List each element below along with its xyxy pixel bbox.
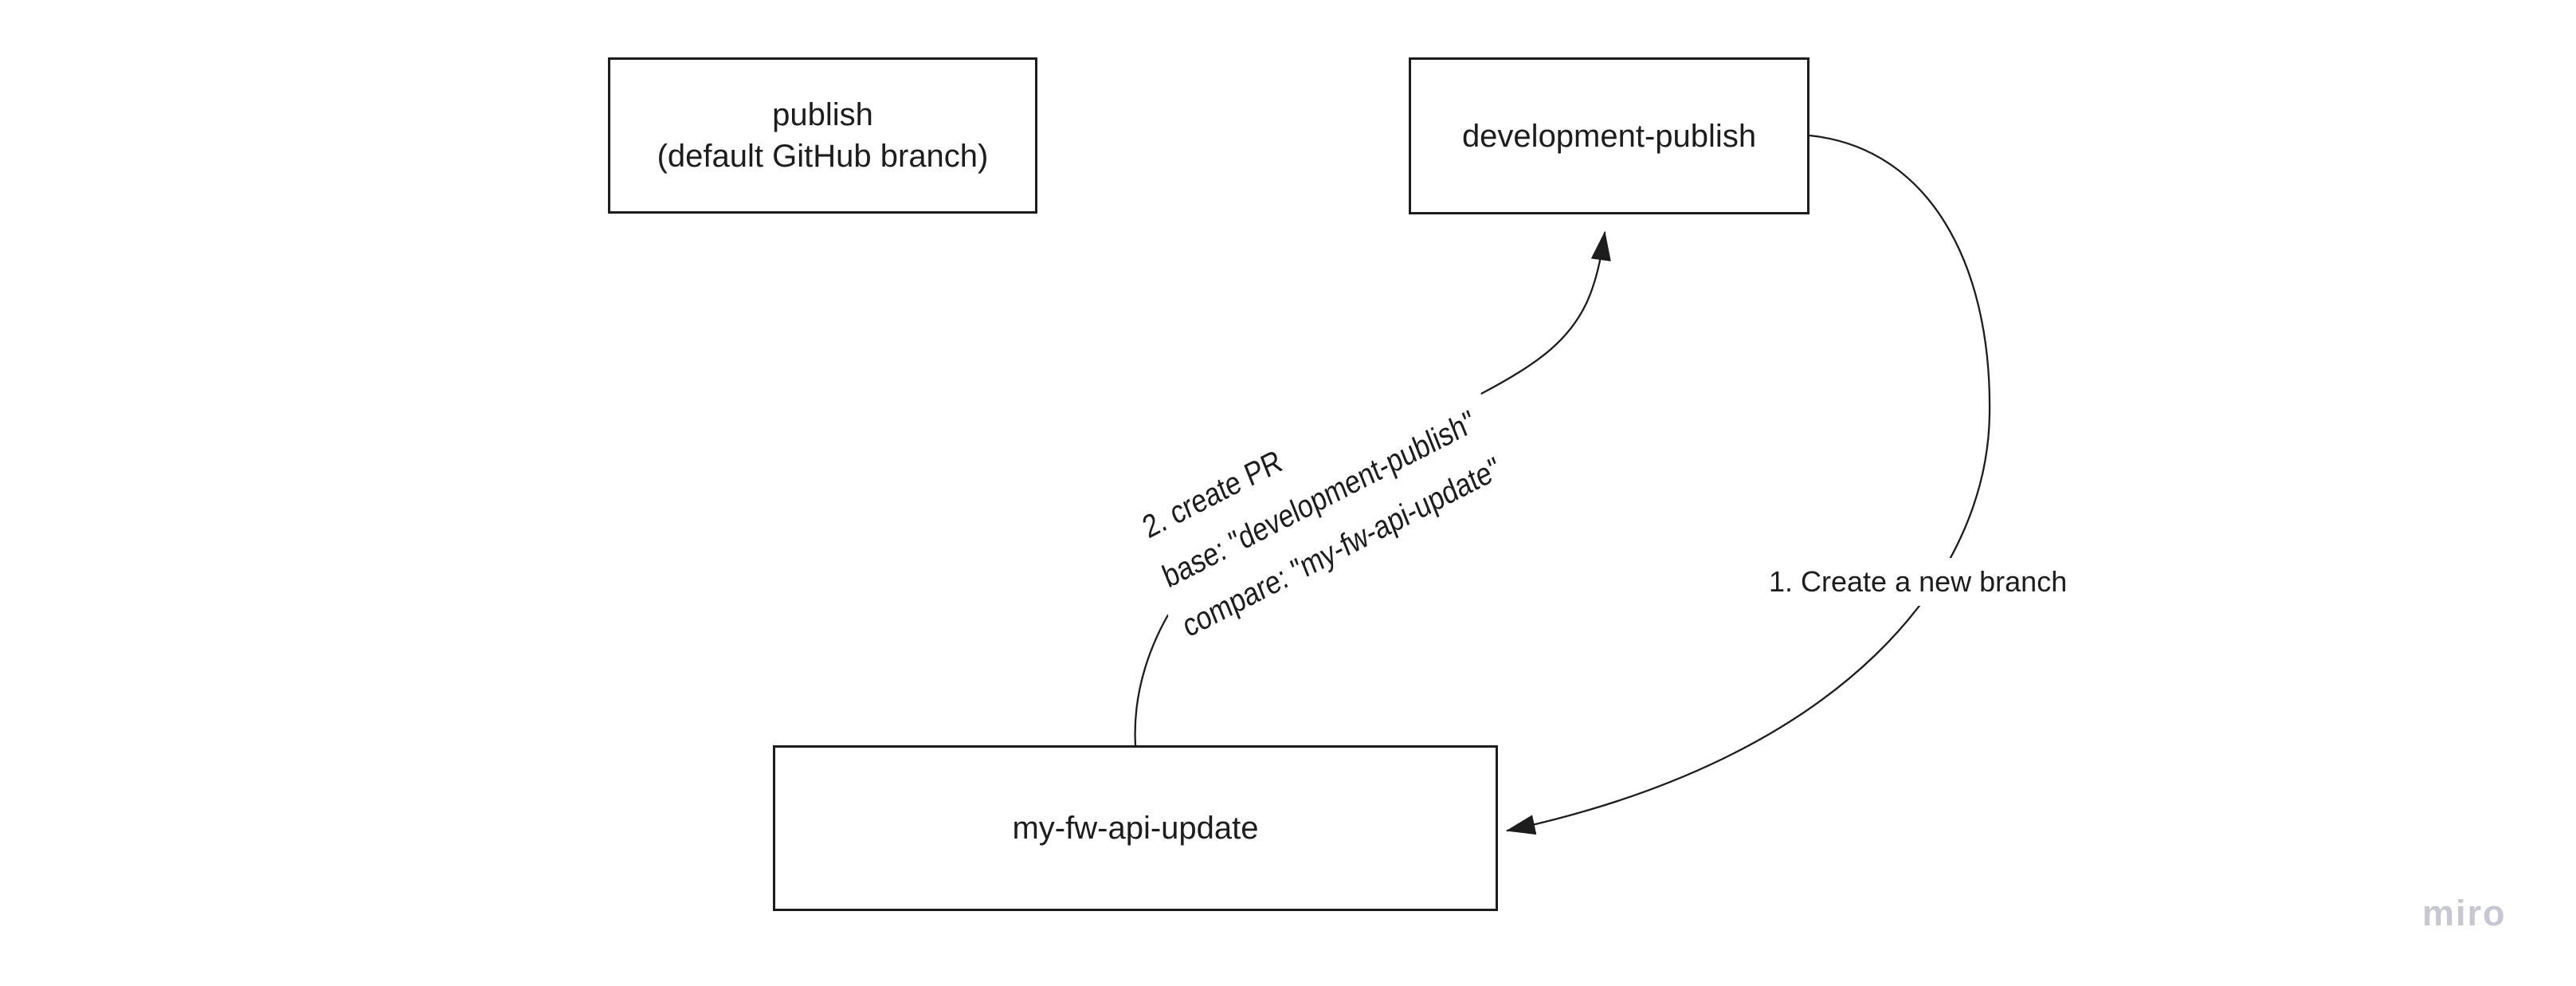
shape-publish-branch[interactable]: publish (default GitHub branch) <box>608 57 1037 214</box>
shape-development-publish-branch[interactable]: development-publish <box>1409 57 1809 214</box>
shape-my-fw-api-update-branch[interactable]: my-fw-api-update <box>773 745 1498 911</box>
connector-create-branch-curve[interactable] <box>1505 134 1991 835</box>
publish-label-line-1: publish <box>772 97 873 132</box>
my-fw-api-update-label: my-fw-api-update <box>1012 811 1259 846</box>
development-publish-label: development-publish <box>1461 118 1757 154</box>
miro-logo-watermark: miro <box>2422 893 2507 933</box>
publish-label-line-2: (default GitHub branch) <box>657 139 989 174</box>
connector-label-create-branch[interactable]: 1. Create a new branch <box>1758 558 2079 606</box>
